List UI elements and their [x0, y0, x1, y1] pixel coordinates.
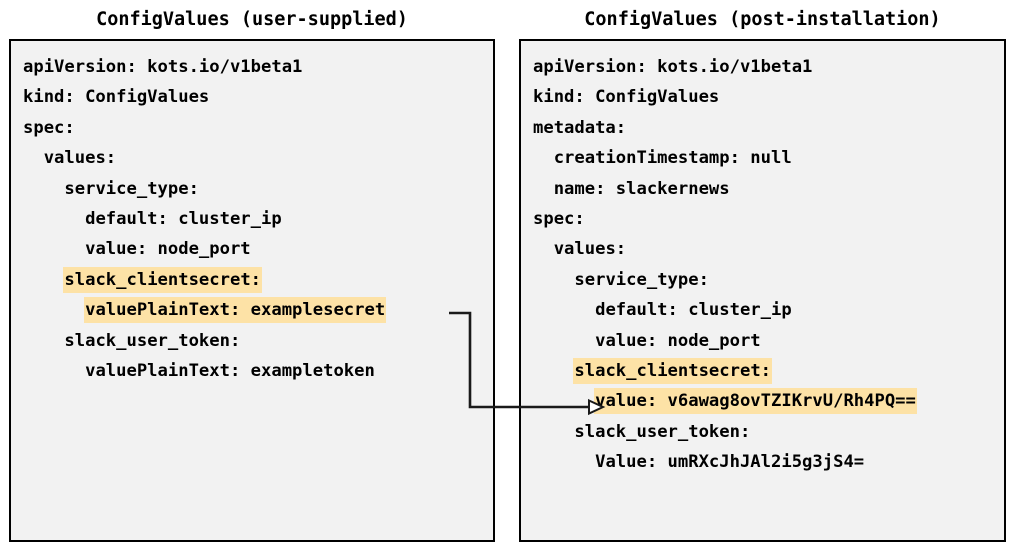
code-indent	[532, 148, 553, 168]
code-text: value: node_port	[85, 239, 251, 260]
code-line: valuePlainText: exampletoken	[22, 356, 487, 386]
code-indent	[22, 148, 43, 168]
code-line: default: cluster_ip	[532, 295, 998, 325]
code-text: valuePlainText: examplesecret	[84, 297, 387, 324]
yaml-code-block-user-supplied: apiVersion: kots.io/v1beta1 kind: ConfigV…	[22, 52, 487, 386]
code-line: apiVersion: kots.io/v1beta1	[532, 52, 998, 82]
code-text: apiVersion: kots.io/v1beta1	[23, 57, 303, 77]
code-line: slack_user_token:	[22, 326, 487, 356]
code-text: spec:	[23, 117, 75, 138]
code-line: values:	[22, 143, 487, 173]
code-indent	[532, 452, 594, 472]
code-line: default: cluster_ip	[22, 204, 487, 234]
code-text: creationTimestamp: null	[553, 148, 792, 169]
code-text: metadata:	[533, 117, 627, 138]
code-text: value: node_port	[595, 330, 761, 351]
code-indent	[532, 422, 573, 442]
code-line: values:	[532, 234, 998, 264]
code-line: Value: umRXcJhJAl2i5g3jS4=	[532, 447, 998, 477]
code-text: apiVersion: kots.io/v1beta1	[533, 57, 813, 77]
code-text: values:	[553, 239, 627, 260]
code-line: value: node_port	[532, 326, 998, 356]
code-indent	[532, 391, 594, 411]
code-line: kind: ConfigValues	[532, 82, 998, 112]
code-line: service_type:	[22, 174, 487, 204]
code-line: slack_user_token:	[532, 417, 998, 447]
code-text: slack_user_token:	[64, 330, 241, 351]
code-indent	[22, 179, 63, 199]
code-text: kind: ConfigValues	[23, 87, 210, 108]
code-line: kind: ConfigValues	[22, 82, 487, 112]
code-indent	[532, 179, 553, 199]
code-text: spec:	[533, 208, 585, 229]
code-text: slack_clientsecret:	[63, 266, 263, 293]
code-indent	[22, 209, 84, 229]
code-text: service_type:	[64, 178, 199, 199]
code-text: kind: ConfigValues	[533, 87, 720, 108]
panel-title-post-installation: ConfigValues (post-installation)	[584, 9, 941, 30]
code-indent	[532, 361, 573, 381]
code-line: spec:	[532, 204, 998, 234]
code-indent	[532, 239, 553, 259]
code-text: name: slackernews	[553, 178, 730, 199]
code-text: default: cluster_ip	[595, 300, 792, 321]
code-indent	[22, 361, 84, 381]
code-text: service_type:	[574, 269, 709, 290]
code-line: spec:	[22, 113, 487, 143]
panel-title-user-supplied: ConfigValues (user-supplied)	[96, 9, 408, 30]
code-text: values:	[43, 148, 117, 169]
code-line: apiVersion: kots.io/v1beta1	[22, 52, 487, 82]
code-line: creationTimestamp: null	[532, 143, 998, 173]
code-indent	[22, 331, 63, 351]
code-line: valuePlainText: examplesecret	[22, 295, 487, 325]
code-indent	[532, 300, 594, 320]
code-text: slack_clientsecret:	[573, 357, 773, 384]
yaml-code-block-post-installation: apiVersion: kots.io/v1beta1 kind: ConfigV…	[532, 52, 998, 477]
code-indent	[532, 331, 594, 351]
code-line: metadata:	[532, 113, 998, 143]
code-indent	[532, 270, 573, 290]
code-line: value: node_port	[22, 234, 487, 264]
configvalues-post-installation-panel: apiVersion: kots.io/v1beta1 kind: ConfigV…	[519, 39, 1006, 542]
code-indent	[22, 270, 63, 290]
code-line: slack_clientsecret:	[532, 356, 998, 386]
code-line: slack_clientsecret:	[22, 265, 487, 295]
code-text: value: v6awag8ovTZIKrvU/Rh4PQ==	[594, 388, 917, 415]
configvalues-user-supplied-panel: apiVersion: kots.io/v1beta1 kind: ConfigV…	[9, 39, 495, 542]
code-text: slack_user_token:	[574, 421, 751, 442]
code-line: value: v6awag8ovTZIKrvU/Rh4PQ==	[532, 386, 998, 416]
code-indent	[22, 239, 84, 259]
code-text: valuePlainText: exampletoken	[85, 360, 375, 381]
code-line: name: slackernews	[532, 174, 998, 204]
code-line: service_type:	[532, 265, 998, 295]
code-text: Value: umRXcJhJAl2i5g3jS4=	[595, 452, 865, 473]
code-indent	[22, 300, 84, 320]
code-text: default: cluster_ip	[85, 208, 282, 229]
